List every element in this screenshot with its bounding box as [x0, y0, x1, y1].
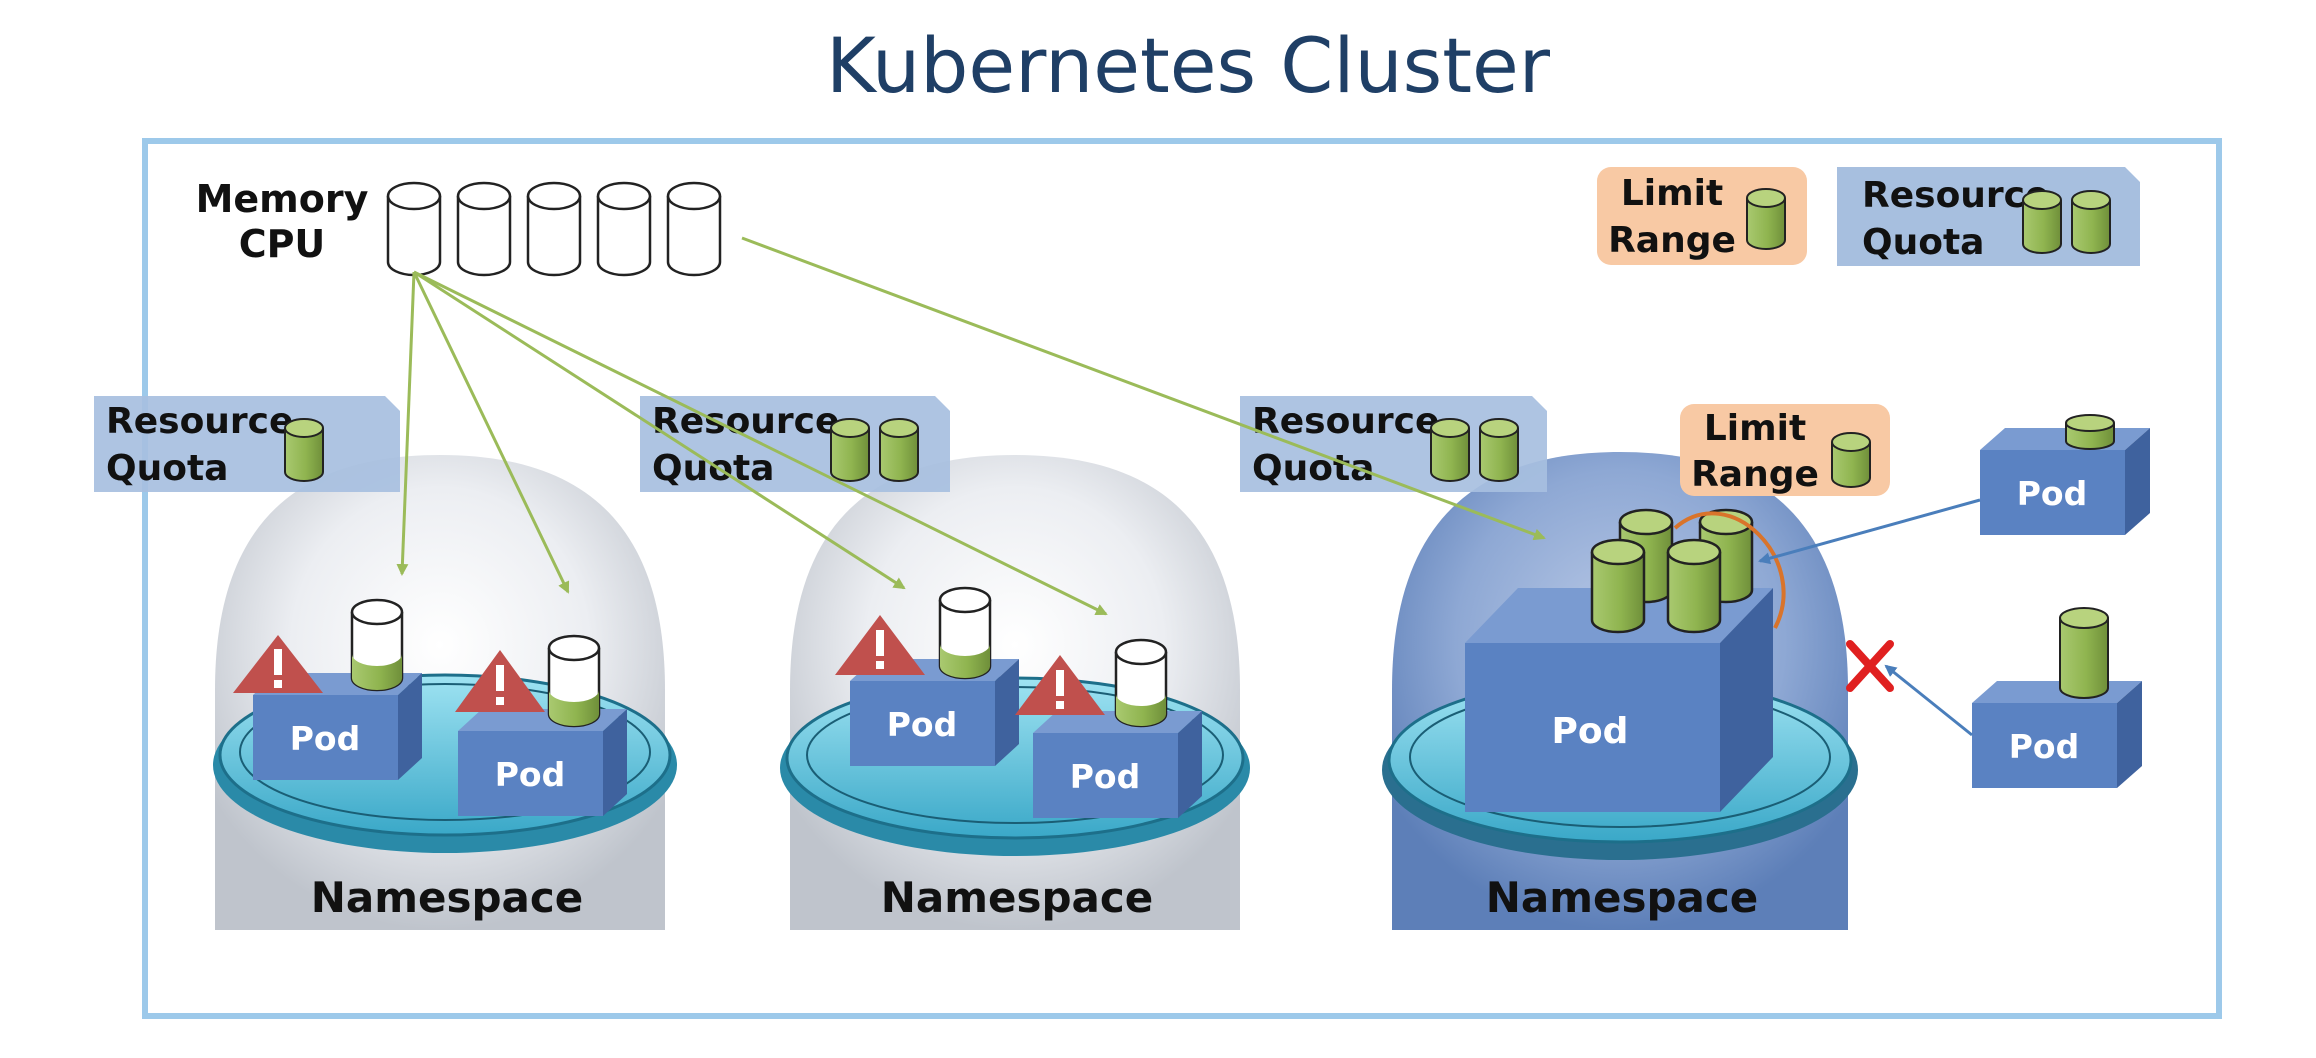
pod-label: Pod	[1552, 711, 1629, 752]
namespace-resource-quota: Resource Quota	[640, 396, 950, 492]
namespace-limit-range: Limit Range	[1680, 404, 1890, 496]
pod: Pod	[1033, 711, 1202, 818]
allocation-arrow	[396, 271, 416, 576]
quota-line2: Quota	[652, 448, 774, 489]
warning-icon	[835, 615, 925, 675]
resource-cylinder	[666, 181, 722, 277]
quota-line1: Resource	[1252, 401, 1439, 442]
resource-cylinder	[596, 181, 652, 277]
namespace-resource-quota: Resource Quota	[1240, 396, 1547, 492]
pod-resource-cylinder	[547, 634, 601, 728]
namespace-1: Namespace Resource Quota Pod	[94, 396, 677, 930]
pod-label: Pod	[887, 705, 957, 744]
limit-bracket	[1673, 511, 1786, 629]
legend-limit-range-line1: Limit	[1621, 173, 1723, 214]
cluster-border	[142, 138, 2222, 1019]
pod-resource-cylinder	[2065, 414, 2115, 450]
legend-limit-range: Limit Range	[1597, 167, 1807, 265]
legend-limit-range-line2: Range	[1608, 220, 1736, 261]
legend-resource-quota-line2: Quota	[1862, 222, 1984, 263]
incoming-pod-rejected: Pod	[1972, 607, 2142, 788]
admission-arrow	[1884, 664, 1973, 737]
incoming-pod-accepted: Pod	[1980, 414, 2150, 535]
namespace-label: Namespace	[311, 873, 584, 922]
admission-arrow	[1758, 498, 1981, 565]
reject-x-icon	[1846, 640, 1894, 692]
memory-label: Memory	[196, 177, 369, 221]
namespace-resource-quota: Resource Quota	[94, 396, 400, 492]
pod-resource-cylinder	[938, 586, 992, 680]
pod-label: Pod	[2017, 474, 2087, 513]
pod: Pod	[850, 659, 1019, 766]
pod-label: Pod	[290, 719, 360, 758]
allocation-arrow	[413, 270, 906, 590]
namespace-2: Namespace Resource Quota Pod	[640, 396, 1250, 930]
allocation-arrow	[741, 236, 1546, 541]
pod: Pod	[458, 709, 627, 816]
pod-resource-cylinder	[1114, 638, 1168, 728]
legend-resource-quota: Resource Quota	[1837, 167, 2140, 266]
resource-cylinder	[386, 181, 442, 277]
limit-range-cylinder	[1831, 432, 1871, 488]
diagram-title: Kubernetes Cluster	[826, 21, 1551, 110]
quota-cylinder	[879, 418, 919, 482]
quota-cylinder	[2022, 190, 2062, 254]
pod-resource-cylinder	[2059, 607, 2109, 699]
legend-resource-quota-line1: Resource	[1862, 175, 2049, 216]
allocation-arrow	[413, 270, 1108, 616]
quota-line2: Quota	[106, 448, 228, 489]
pod-resource-cylinders	[1590, 508, 1754, 634]
cluster-resource-cylinders	[386, 181, 722, 277]
quota-cylinder	[830, 418, 870, 482]
pod-resource-cylinder	[1666, 538, 1722, 634]
limit-range-cylinder	[1746, 188, 1786, 250]
quota-cylinder	[2071, 190, 2111, 254]
resource-cylinder	[456, 181, 512, 277]
pod-resource-cylinder	[350, 598, 404, 692]
quota-cylinder	[1479, 418, 1519, 482]
pod-label: Pod	[1070, 757, 1140, 796]
warning-icon	[455, 650, 545, 712]
allocation-arrows	[396, 236, 1546, 616]
pod-label: Pod	[495, 755, 565, 794]
limit-range-line1: Limit	[1704, 408, 1806, 449]
warning-icon	[1015, 655, 1105, 715]
quota-line1: Resource	[106, 401, 293, 442]
namespace-3: Namespace Resource Quota Limit Range	[1240, 396, 1890, 930]
namespace-label: Namespace	[881, 873, 1154, 922]
limit-range-line2: Range	[1691, 454, 1819, 495]
allocation-arrow	[412, 271, 570, 594]
namespace-label: Namespace	[1486, 873, 1759, 922]
resource-cylinder	[526, 181, 582, 277]
quota-cylinder	[1430, 418, 1470, 482]
pod-resource-cylinder	[1590, 538, 1646, 634]
warning-icon	[233, 635, 323, 693]
quota-cylinder	[284, 418, 324, 482]
pod-label: Pod	[2009, 727, 2079, 766]
cpu-label: CPU	[239, 222, 326, 266]
